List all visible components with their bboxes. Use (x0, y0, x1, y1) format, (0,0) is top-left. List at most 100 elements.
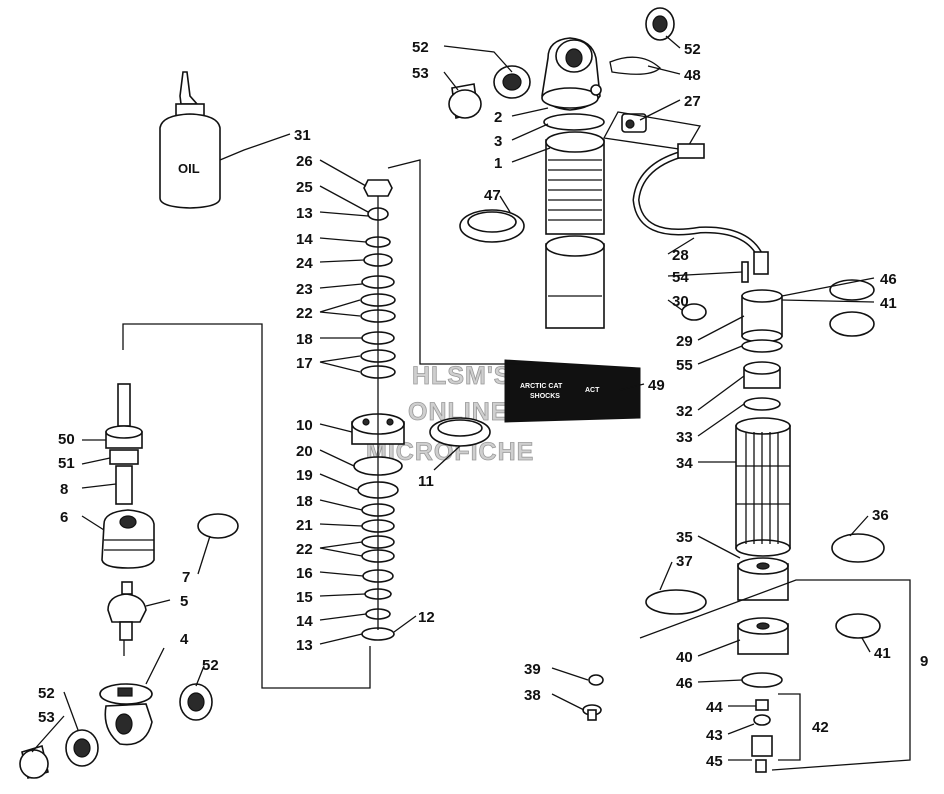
lock-ring-47 (459, 209, 525, 243)
end-cap-35 (737, 557, 789, 601)
decal-49: ARCTIC CAT SHOCKS ACT (504, 359, 641, 423)
callout-18-b: 18 (296, 493, 313, 510)
part-43 (753, 714, 771, 726)
callout-53-a: 53 (412, 65, 429, 82)
upper-eye-mount (541, 37, 602, 111)
callout-8: 8 (60, 481, 68, 498)
callout-23: 23 (296, 281, 313, 298)
leader-lines (31, 35, 875, 761)
o-ring-7 (197, 513, 239, 539)
callout-20: 20 (296, 443, 313, 460)
callout-33: 33 (676, 429, 693, 446)
callout-11: 11 (418, 473, 434, 490)
callout-32: 32 (676, 403, 693, 420)
callout-54: 54 (672, 269, 689, 286)
reservoir-cap-29 (741, 289, 783, 343)
leader-shaft-to-stack (122, 323, 371, 689)
callout-9: 9 (920, 653, 928, 670)
valve-body-42 (751, 735, 773, 757)
bushing-52-upper-right (645, 7, 675, 41)
callout-49: 49 (648, 377, 665, 394)
callout-48: 48 (684, 67, 701, 84)
bushing-52-lower-right (179, 683, 213, 721)
callout-52-a: 52 (412, 39, 429, 56)
callout-17: 17 (296, 355, 313, 372)
o-ring-33 (743, 397, 781, 411)
o-ring-46-lower (741, 672, 783, 688)
leader-stack-to-body (387, 159, 540, 365)
callout-55: 55 (676, 357, 693, 374)
callout-41-b: 41 (874, 645, 891, 662)
callout-4: 4 (180, 631, 189, 648)
threaded-body-1 (545, 131, 605, 235)
callout-7: 7 (182, 569, 190, 586)
callout-38: 38 (524, 687, 541, 704)
o-ring-41-upper (829, 311, 875, 337)
washer-30 (681, 303, 707, 321)
callout-12: 12 (418, 609, 435, 626)
washer-51 (109, 449, 139, 465)
shaft-8 (115, 465, 133, 505)
bracket-9 (639, 579, 911, 771)
bracket-42 (778, 693, 801, 761)
lower-sleeve (545, 235, 605, 329)
callout-18-a: 18 (296, 331, 313, 348)
o-ring-36 (831, 533, 885, 563)
callout-52-d: 52 (38, 685, 55, 702)
callout-22-b: 22 (296, 541, 313, 558)
callout-27: 27 (684, 93, 701, 110)
o-ring-3 (543, 113, 605, 131)
sleeve-53-lower (19, 744, 49, 780)
callout-19: 19 (296, 467, 313, 484)
bushing-52-lower-left (65, 729, 99, 767)
callout-42: 42 (812, 719, 829, 736)
callout-43: 43 (706, 727, 723, 744)
bushing-52-upper-left (493, 65, 531, 99)
hose-fitting-top (677, 143, 705, 159)
callout-3: 3 (494, 133, 502, 150)
callout-41-a: 41 (880, 295, 897, 312)
bumper-50 (105, 425, 143, 449)
screw-38 (582, 704, 602, 721)
seal-head-6 (101, 509, 155, 569)
piston-40 (737, 617, 789, 655)
piston-ring-11 (429, 417, 491, 447)
reservoir-body-34 (735, 417, 791, 557)
callout-29: 29 (676, 333, 693, 350)
callout-31: 31 (294, 127, 311, 144)
o-ring-46-upper (829, 279, 875, 301)
callout-34: 34 (676, 455, 693, 472)
oil-bottle-label: OIL (178, 161, 200, 176)
part-45 (755, 759, 767, 773)
callout-39: 39 (524, 661, 541, 678)
callout-53-b: 53 (38, 709, 55, 726)
callout-1: 1 (494, 155, 502, 172)
callout-24: 24 (296, 255, 313, 272)
callout-37: 37 (676, 553, 693, 570)
callout-26: 26 (296, 153, 313, 170)
callout-6: 6 (60, 509, 68, 526)
callout-35: 35 (676, 529, 693, 546)
fitting-27 (621, 113, 647, 133)
o-ring-41-lower (835, 613, 881, 639)
callout-50: 50 (58, 431, 75, 448)
callout-28: 28 (672, 247, 689, 264)
callout-46-b: 46 (676, 675, 693, 692)
oil-bottle: OIL (159, 71, 221, 209)
callout-25: 25 (296, 179, 313, 196)
callout-40: 40 (676, 649, 693, 666)
callout-52-c: 52 (202, 657, 219, 674)
callout-45: 45 (706, 753, 723, 770)
callout-labels: 52 53 2 3 1 47 52 48 27 31 26 25 13 14 2… (38, 39, 928, 770)
callout-36: 36 (872, 507, 889, 524)
callout-14-b: 14 (296, 613, 313, 630)
callout-10: 10 (296, 417, 313, 434)
callout-30: 30 (672, 293, 689, 310)
callout-15: 15 (296, 589, 313, 606)
callout-44: 44 (706, 699, 723, 716)
snap-ring-37 (645, 589, 707, 615)
callout-13-b: 13 (296, 637, 313, 654)
decal-text-c: ACT (585, 387, 600, 394)
callout-16: 16 (296, 565, 313, 582)
callout-22-a: 22 (296, 305, 313, 322)
